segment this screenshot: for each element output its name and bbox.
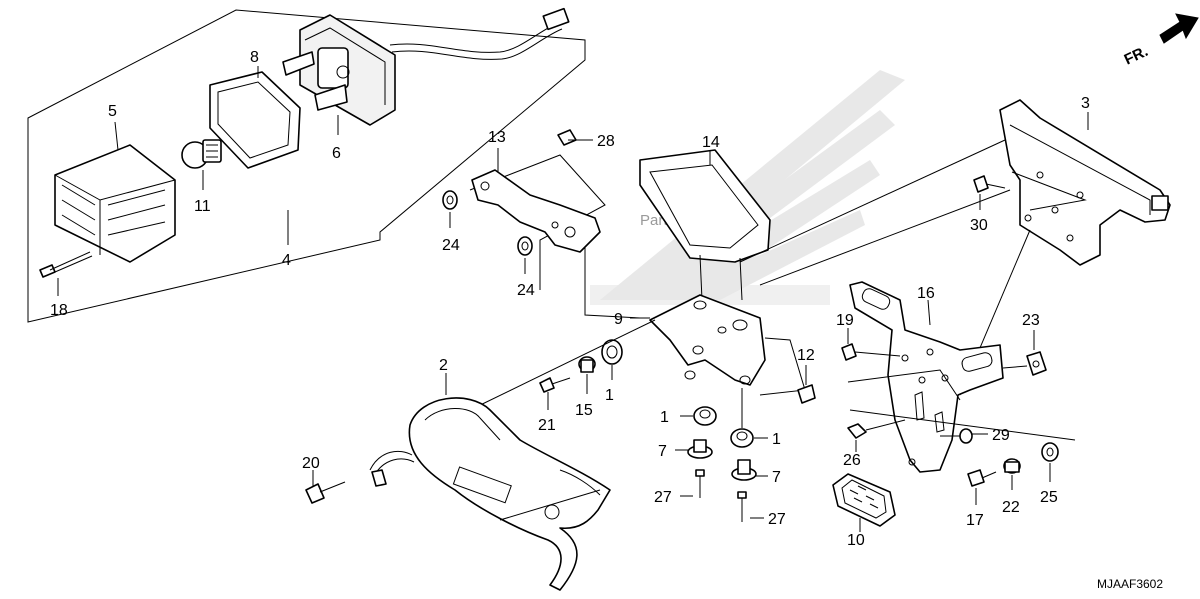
callout-27-b: 27 — [768, 511, 786, 528]
part-3-rear-bracket — [999, 99, 1171, 266]
watermark-wing-logo — [590, 70, 905, 305]
callout-10: 10 — [847, 532, 865, 549]
callout-29: 29 — [992, 427, 1010, 444]
callout-3: 3 — [1081, 95, 1090, 112]
part-19-bolt — [841, 343, 901, 361]
callout-27-a: 27 — [654, 489, 672, 506]
part-28-bolt — [557, 129, 585, 146]
part-17-bolt — [967, 469, 997, 487]
part-16-license-bracket — [849, 281, 1004, 473]
callout-17: 17 — [966, 512, 984, 529]
part-24-washer-a — [442, 190, 458, 210]
part-27-bolt-b — [737, 491, 747, 522]
part-15-collar — [578, 356, 596, 373]
callout-20: 20 — [302, 455, 320, 472]
callout-23: 23 — [1022, 312, 1040, 329]
callout-24-b: 24 — [517, 282, 535, 299]
callout-22: 22 — [1002, 499, 1020, 516]
part-5-lens — [54, 144, 176, 263]
callout-5: 5 — [108, 103, 117, 120]
part-1-grommet-a — [601, 339, 623, 365]
part-29-nut — [959, 428, 973, 444]
part-18-screw — [39, 251, 93, 278]
callout-7-a: 7 — [658, 443, 667, 460]
part-21-bolt — [539, 377, 571, 393]
part-25-nut — [1041, 442, 1059, 462]
diagram-code: MJAAF3602 — [1097, 577, 1163, 591]
part-13-bracket — [471, 169, 601, 253]
part-1-grommet-c — [730, 428, 754, 448]
callout-30: 30 — [970, 217, 988, 234]
part-9-lamp-bracket — [649, 294, 766, 386]
part-27-bolt-a — [695, 469, 705, 498]
callout-8: 8 — [250, 49, 259, 66]
callout-1-c: 1 — [772, 431, 781, 448]
part-20-bolt — [305, 481, 346, 504]
callout-13: 13 — [488, 129, 506, 146]
part-23-nut — [1026, 351, 1047, 376]
callout-12: 12 — [797, 347, 815, 364]
callout-6: 6 — [332, 145, 341, 162]
callout-2: 2 — [439, 357, 448, 374]
part-7-collar-b — [731, 459, 757, 481]
callout-21: 21 — [538, 417, 556, 434]
taillight-assembly-outline — [27, 9, 586, 323]
part-26-clip — [847, 423, 867, 439]
part-10-reflector — [832, 473, 896, 527]
part-30-bolt — [973, 175, 1006, 193]
callout-7-b: 7 — [772, 469, 781, 486]
part-7-collar-a — [687, 439, 713, 459]
callout-24-a: 24 — [442, 237, 460, 254]
callout-28: 28 — [597, 133, 615, 150]
callout-16: 16 — [917, 285, 935, 302]
part-22-collar — [1003, 458, 1021, 474]
callout-1-b: 1 — [660, 409, 669, 426]
part-14-license-lamp — [639, 149, 771, 301]
front-direction-label: FR. — [1122, 43, 1151, 69]
front-direction-arrow-icon — [1159, 13, 1199, 44]
part-6-lamp-housing — [282, 7, 570, 126]
callout-18: 18 — [50, 302, 68, 319]
callout-4: 4 — [282, 252, 291, 269]
part-2-tail-cover — [369, 397, 611, 591]
part-12-cap — [797, 384, 816, 404]
callout-15: 15 — [575, 402, 593, 419]
callout-14: 14 — [702, 134, 720, 151]
part-11-bulb — [181, 139, 222, 169]
callout-11: 11 — [194, 198, 211, 215]
part-24-washer-b — [517, 236, 533, 256]
callout-26: 26 — [843, 452, 861, 469]
callout-1-a: 1 — [605, 387, 614, 404]
part-1-grommet-b — [693, 406, 717, 426]
callout-19: 19 — [836, 312, 854, 329]
part-8-gasket — [209, 71, 301, 169]
callout-25: 25 — [1040, 489, 1058, 506]
callout-9: 9 — [614, 311, 623, 328]
